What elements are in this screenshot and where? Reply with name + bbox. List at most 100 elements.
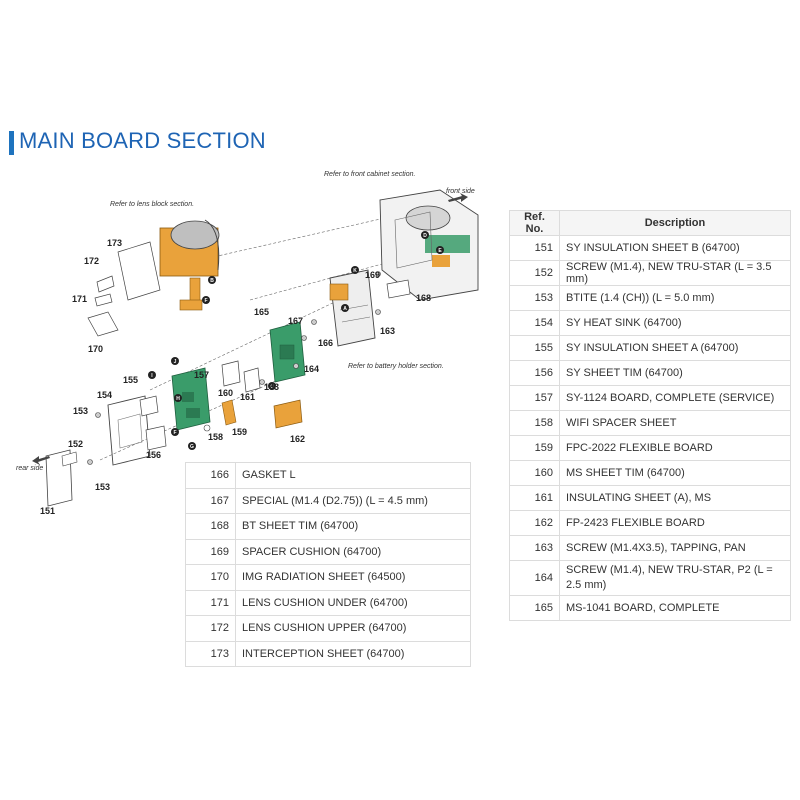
screw-152 bbox=[61, 451, 78, 467]
note-lens-block: Refer to lens block section. bbox=[110, 201, 194, 208]
ref-no-cell: 161 bbox=[509, 485, 560, 511]
ref-no-cell: 152 bbox=[509, 260, 560, 286]
description-cell: SY HEAT SINK (64700) bbox=[559, 310, 791, 336]
description-cell: SPACER CUSHION (64700) bbox=[235, 538, 471, 565]
table-header-row: Ref. No. Description bbox=[509, 210, 791, 236]
spacer-cushion-169 bbox=[375, 271, 381, 277]
callout-159: 159 bbox=[232, 427, 247, 437]
exploded-view-svg: J I H F G B F K A C D E Refer to lens bl… bbox=[16, 171, 479, 516]
fp-2423-flexible-board bbox=[273, 399, 303, 429]
callout-162: 162 bbox=[290, 434, 305, 444]
note-rear-side: rear side bbox=[16, 465, 43, 472]
note-front-side: front side bbox=[446, 188, 475, 195]
connector-letter-k: K bbox=[353, 268, 357, 274]
insulating-sheet-161 bbox=[243, 367, 261, 393]
gasket-166 bbox=[301, 335, 307, 341]
callout-153-lower: 153 bbox=[95, 482, 110, 492]
description-cell: SY INSULATION SHEET B (64700) bbox=[559, 235, 791, 261]
callout-161: 161 bbox=[240, 392, 255, 402]
sy-insulation-sheet-a-155 bbox=[139, 395, 159, 417]
description-cell: SCREW (M1.4), NEW TRU-STAR (L = 3.5 mm) bbox=[559, 260, 791, 286]
description-cell: GASKET L bbox=[235, 462, 471, 489]
exploded-parts-diagram: J I H F G B F K A C D E Refer to lens bl… bbox=[0, 160, 510, 520]
ref-no-cell: 162 bbox=[509, 510, 560, 536]
connector-letter-c: C bbox=[270, 384, 274, 390]
fpc-2022-flexible-board bbox=[221, 399, 237, 426]
screw-163-a bbox=[259, 379, 265, 385]
description-cell: MS SHEET TIM (64700) bbox=[559, 460, 791, 486]
ref-no-cell: 168 bbox=[185, 513, 236, 540]
connector-letter-e: E bbox=[438, 248, 442, 254]
sy-1124-board bbox=[171, 367, 211, 431]
battery-holder bbox=[329, 269, 376, 347]
description-cell: SY SHEET TIM (64700) bbox=[559, 360, 791, 386]
description-cell: SY INSULATION SHEET A (64700) bbox=[559, 335, 791, 361]
ref-no-cell: 159 bbox=[509, 435, 560, 461]
callout-167: 167 bbox=[288, 316, 303, 326]
callout-170: 170 bbox=[88, 344, 103, 354]
description-cell: BT SHEET TIM (64700) bbox=[235, 513, 471, 540]
ref-no-cell: 154 bbox=[509, 310, 560, 336]
description-cell: INSULATING SHEET (A), MS bbox=[559, 485, 791, 511]
callout-154: 154 bbox=[97, 390, 112, 400]
callout-151: 151 bbox=[40, 506, 55, 516]
ref-no-cell: 164 bbox=[509, 560, 560, 596]
callout-166: 166 bbox=[318, 338, 333, 348]
callout-164: 164 bbox=[304, 364, 319, 374]
bt-sheet-tim-168 bbox=[386, 279, 411, 299]
front-cabinet bbox=[379, 189, 479, 301]
column-header-ref-no: Ref. No. bbox=[509, 210, 560, 236]
interception-sheet-173 bbox=[117, 241, 161, 301]
description-cell: WIFI SPACER SHEET bbox=[559, 410, 791, 436]
connector-letter-markers: J I H F G B F K A C D E bbox=[148, 231, 444, 450]
note-front-cabinet: Refer to front cabinet section. bbox=[324, 171, 415, 178]
wifi-spacer-sheet bbox=[203, 424, 211, 432]
description-cell: LENS CUSHION UNDER (64700) bbox=[235, 589, 471, 616]
lens-block bbox=[159, 219, 220, 311]
connector-letter-b: B bbox=[210, 278, 214, 284]
callout-173: 173 bbox=[107, 238, 122, 248]
lens-cushion-under-171 bbox=[94, 293, 113, 307]
ref-no-cell: 157 bbox=[509, 385, 560, 411]
callout-156: 156 bbox=[146, 450, 161, 460]
description-cell: SCREW (M1.4), NEW TRU-STAR, P2 (L = 2.5 … bbox=[559, 560, 791, 596]
ref-no-cell: 158 bbox=[509, 410, 560, 436]
description-cell: LENS CUSHION UPPER (64700) bbox=[235, 615, 471, 642]
description-cell: INTERCEPTION SHEET (64700) bbox=[235, 640, 471, 667]
description-cell: BTITE (1.4 (CH)) (L = 5.0 mm) bbox=[559, 285, 791, 311]
description-cell: SY-1124 BOARD, COMPLETE (SERVICE) bbox=[559, 385, 791, 411]
callout-172: 172 bbox=[84, 256, 99, 266]
connector-letter-h: H bbox=[176, 396, 180, 402]
callout-152: 152 bbox=[68, 439, 83, 449]
screw-163-b bbox=[375, 309, 381, 315]
callout-169: 169 bbox=[365, 270, 380, 280]
sy-sheet-tim-156 bbox=[145, 425, 167, 451]
connector-letter-a: A bbox=[343, 306, 347, 312]
callout-155: 155 bbox=[123, 375, 138, 385]
callout-165: 165 bbox=[254, 307, 269, 317]
front-side-arrow-icon bbox=[448, 193, 468, 202]
ref-no-cell: 171 bbox=[185, 589, 236, 616]
ref-no-cell: 172 bbox=[185, 615, 236, 642]
description-cell: FPC-2022 FLEXIBLE BOARD bbox=[559, 435, 791, 461]
